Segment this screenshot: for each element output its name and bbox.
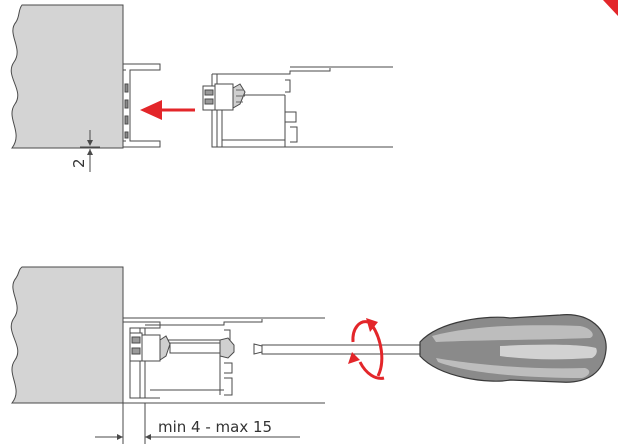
range-label: min 4 - max 15 — [158, 418, 272, 436]
wall-top — [10, 4, 124, 149]
gap-label: 2 — [70, 158, 88, 168]
wall-bracket-top — [123, 63, 161, 148]
screwdriver-tip — [253, 343, 263, 355]
frame-profile-top — [211, 66, 393, 148]
clip-mechanism-top — [202, 83, 246, 111]
wall-bottom — [10, 266, 124, 404]
corner-mark — [603, 0, 618, 16]
rotation-arrowhead-2 — [348, 352, 360, 364]
gap-dimension — [80, 130, 100, 172]
frame-profile-bottom — [123, 317, 325, 404]
step1-group: 2 — [10, 4, 393, 172]
clip-mechanism-bottom — [129, 332, 235, 362]
insert-arrow — [140, 100, 195, 120]
rotation-arrow-icon — [351, 320, 385, 380]
range-dimension — [95, 403, 300, 444]
screwdriver-shaft — [261, 344, 421, 355]
screwdriver — [253, 314, 607, 383]
rotation-arrowhead — [366, 318, 378, 332]
step2-group: min 4 - max 15 — [10, 266, 607, 444]
